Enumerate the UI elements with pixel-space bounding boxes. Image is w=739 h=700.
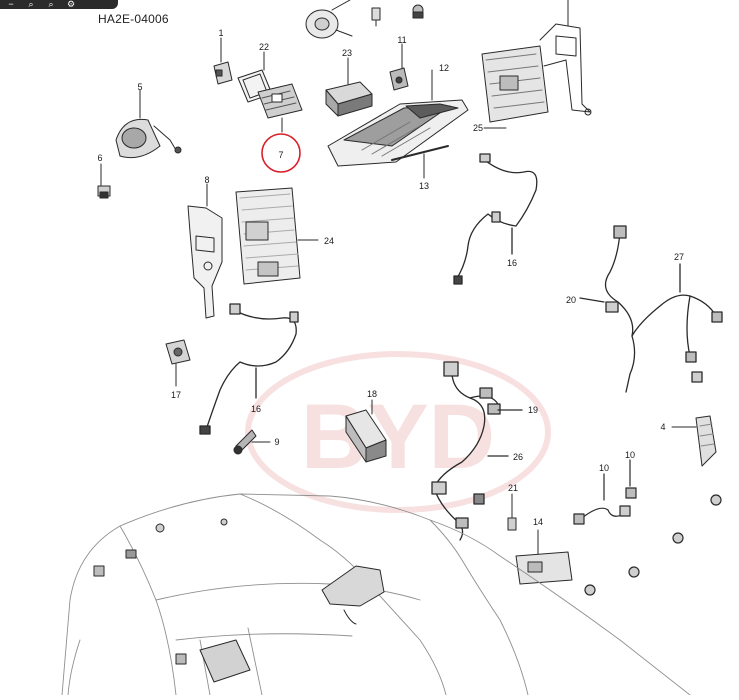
viewer-toolbar: − ⌕ ⌕ ⚙ — [0, 0, 118, 9]
part-9-sensor — [233, 429, 271, 455]
callout-21: 21 — [508, 483, 518, 493]
callout-8: 8 — [204, 175, 209, 185]
part-1-clip — [213, 37, 233, 85]
callout-5: 5 — [137, 82, 142, 92]
part-16-harness-lower — [199, 303, 299, 435]
vehicle-outline — [61, 493, 691, 696]
callout-16: 16 — [507, 258, 517, 268]
callout-19: 19 — [528, 405, 538, 415]
part-12-console-tray — [327, 69, 469, 167]
highlight-circle-part-7 — [261, 133, 301, 173]
zoom-out-icon[interactable]: − — [8, 0, 14, 9]
callout-6: 6 — [97, 153, 102, 163]
callout-18: 18 — [367, 389, 377, 399]
callout-12: 12 — [439, 63, 449, 73]
motor-assembly-top — [305, 0, 424, 39]
part-24-control-unit — [235, 187, 319, 285]
part-16-harness-upper — [453, 153, 538, 285]
callout-13: 13 — [419, 181, 429, 191]
callout-9: 9 — [274, 437, 279, 447]
part-17-clip — [165, 339, 191, 387]
callout-16: 16 — [251, 404, 261, 414]
part-7-control-module — [257, 83, 303, 133]
watermark-text: BYD — [301, 386, 495, 488]
callout-17: 17 — [171, 390, 181, 400]
part-14-module — [515, 529, 573, 585]
vehicle-parts-detail — [93, 518, 385, 683]
callout-20: 20 — [566, 295, 576, 305]
part-26-harness-center — [431, 361, 523, 541]
callout-10: 10 — [599, 463, 609, 473]
part-8-mounting-bracket — [187, 183, 223, 319]
callout-26: 26 — [513, 452, 523, 462]
diagram-code: HA2E-04006 — [98, 12, 169, 26]
part-18-module — [345, 399, 387, 463]
callout-23: 23 — [342, 48, 352, 58]
part-4-cover — [671, 415, 717, 467]
callout-22: 22 — [259, 42, 269, 52]
zoom-in-icon[interactable]: ⌕ — [28, 0, 34, 9]
part-10-park-sensors — [573, 459, 722, 596]
part-6-connector — [97, 163, 111, 199]
callout-1: 1 — [218, 28, 223, 38]
callout-24: 24 — [324, 236, 334, 246]
part-23-box — [325, 57, 373, 117]
part-11-sensor — [389, 43, 409, 91]
callout-11: 11 — [397, 35, 406, 45]
callout-14: 14 — [533, 517, 543, 527]
part-13-trim-strip — [391, 145, 449, 179]
callout-27: 27 — [674, 252, 684, 262]
part-5-horn — [115, 89, 182, 159]
callout-labels: 1 22 23 11 12 25 5 6 7 13 8 24 16 27 20 17 16 18 19 9 26 4 10 1… — [97, 28, 684, 527]
callout-7: 7 — [278, 150, 283, 160]
part-27-harness-right — [579, 225, 723, 393]
part-21-connector — [507, 493, 517, 531]
search-icon[interactable]: ⌕ — [48, 0, 54, 9]
callout-10: 10 — [625, 450, 635, 460]
callout-25: 25 — [473, 123, 483, 133]
settings-icon[interactable]: ⚙ — [66, 0, 76, 9]
part-25-bracket-module — [481, 0, 592, 129]
callout-4: 4 — [660, 422, 665, 432]
byd-watermark: BYD — [245, 351, 551, 513]
